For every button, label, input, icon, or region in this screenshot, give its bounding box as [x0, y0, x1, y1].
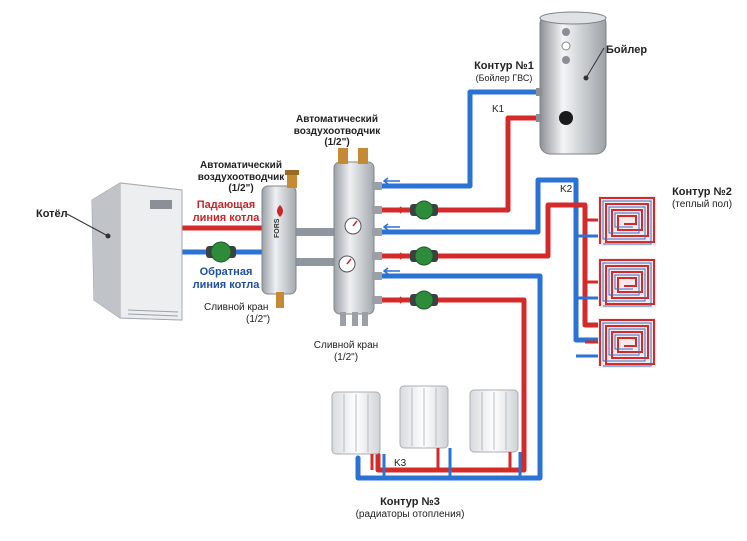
contour1-title: Контур №1: [474, 60, 534, 72]
brand-logo: FORS: [274, 218, 281, 238]
gas-boiler: [91, 182, 183, 321]
drain-big-label-2: (1/2"): [333, 351, 359, 363]
supply-line-label-2: линия котла: [192, 211, 260, 224]
air-vent-small-label-3: (1/2"): [228, 183, 254, 194]
boiler-vent-grille: [127, 309, 179, 317]
return-line-label-1: Обратная: [199, 266, 253, 278]
floor-manifold-red: [585, 218, 598, 344]
radiator-3-icon: [469, 389, 519, 453]
water-heater-tank: [536, 11, 607, 155]
air-vent-small-label-1: Автоматический: [200, 160, 282, 171]
contour3-pipes: [355, 273, 543, 481]
contour2-title: Контур №2: [672, 186, 732, 198]
k2-label: K2: [560, 184, 573, 195]
return-line-label: Обратная линия котла: [186, 266, 266, 291]
air-vent-small-label: Автоматический воздухоотводчик (1/2"): [196, 160, 286, 195]
air-vent-small-icon: [287, 174, 297, 188]
k3-supply-pipe: [375, 297, 527, 473]
underfloor-heating: [576, 196, 656, 368]
contour2-pipes: [375, 177, 601, 343]
k3-return-pipe: [355, 273, 543, 481]
contour3-title: Контур №3: [380, 496, 440, 508]
drain-small-label: Сливной кран (1/2"): [204, 302, 270, 325]
tank-inspection-port-icon: [559, 111, 573, 125]
contour2-subtitle: (теплый пол): [671, 198, 733, 210]
air-vent-big-left-icon: [338, 148, 348, 164]
k2-return-pipe: [375, 177, 601, 343]
air-vent-big-label: Автоматический воздухоотводчик (1/2"): [292, 114, 382, 149]
air-vent-big-label-1: Автоматический: [296, 114, 378, 125]
contour3-subtitle: (радиаторы отопления): [355, 508, 465, 520]
floor-loop-1-icon: [598, 196, 656, 246]
k1-supply-pipe: [375, 115, 543, 213]
supply-line-label: Падающая линия котла: [186, 199, 266, 224]
flow-arrows: [382, 177, 406, 304]
pump-boiler-return-icon: [206, 241, 236, 263]
collector: [333, 148, 382, 326]
contour3-label: Контур №3 (радиаторы отопления): [340, 496, 480, 520]
floor-manifold-blue: [576, 234, 598, 358]
leader-lines: [66, 47, 605, 239]
drain-big-label-1: Сливной кран: [313, 340, 379, 351]
floor-loop-3-icon: [598, 318, 656, 368]
air-vent-big-label-3: (1/2"): [324, 137, 350, 148]
collector-legs: [340, 312, 368, 326]
radiator-1-icon: [331, 391, 381, 455]
supply-line-label-1: Падающая: [196, 199, 256, 211]
k1-return-pipe: [375, 89, 543, 189]
hydraulic-separator: FORS: [261, 170, 299, 308]
collector-outlets: [372, 182, 382, 304]
contour1-pipes: [375, 89, 543, 213]
drain-small-label-2: (1/2"): [246, 313, 271, 325]
return-line-label-2: линия котла: [192, 278, 260, 291]
pump-contour2-icon: [410, 246, 438, 266]
radiators: [331, 385, 522, 478]
radiator-risers: [370, 448, 522, 478]
radiator-2-icon: [399, 385, 449, 449]
boiler-lines: [182, 225, 336, 266]
floor-loop-2-icon: [598, 258, 656, 308]
pump-contour1-icon: [410, 200, 438, 220]
pump-contour3-icon: [410, 290, 438, 310]
drain-big-label: Сливной кран (1/2"): [304, 340, 388, 363]
drain-valve-small-icon: [276, 292, 284, 308]
drain-small-label-1: Сливной кран: [204, 302, 269, 313]
circulation-pumps: [206, 200, 438, 310]
k2-supply-pipe: [375, 202, 601, 328]
k1-label: K1: [492, 104, 505, 115]
boiler-tank-label: Бойлер: [606, 44, 648, 56]
boiler-label: Котёл: [36, 208, 68, 220]
contour1-subtitle: (Бойлер ГВС): [475, 72, 533, 83]
contour2-label: Контур №2 (теплый пол): [660, 186, 744, 210]
air-vent-big-right-icon: [358, 148, 368, 164]
contour1-label: Контур №1 (Бойлер ГВС): [462, 60, 546, 83]
air-vent-big-label-2: воздухоотводчик: [293, 125, 381, 137]
k3-label: K3: [394, 458, 407, 469]
air-vent-small-label-2: воздухоотводчик: [197, 171, 285, 183]
